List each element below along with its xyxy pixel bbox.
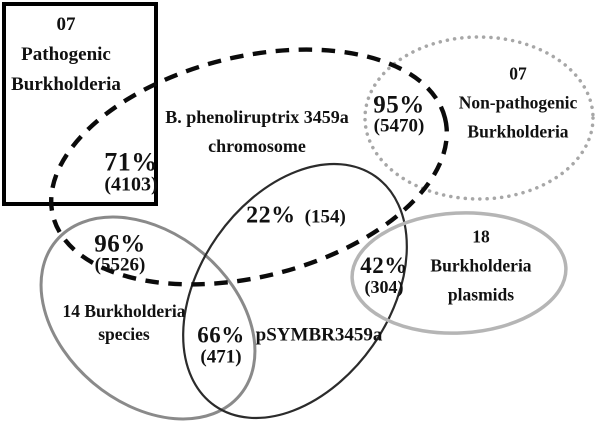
nonpathogenic-label: 07 Non-pathogenic Burkholderia xyxy=(459,60,578,147)
plasmids-name-line1: Burkholderia xyxy=(430,255,532,276)
species-name-line2: species xyxy=(98,324,150,344)
overlap-plasmids-psym-count: (304) xyxy=(364,277,404,297)
chromosome-name-line2: chromosome xyxy=(208,136,306,156)
chromosome-ellipse-outline xyxy=(49,47,449,287)
plasmids-ellipse-outline xyxy=(350,211,568,335)
pathogenic-count: 07 xyxy=(56,14,76,35)
species-ellipse-outline xyxy=(39,215,257,421)
overlap-pathogenic-chromosome: 71% (4103) xyxy=(104,147,158,196)
species-name-line1: 14 Burkholderia xyxy=(62,301,186,321)
plasmids-name-line2: plasmids xyxy=(447,284,515,305)
nonpathogenic-name-line1: Non-pathogenic xyxy=(458,92,578,113)
overlap-nonpathogenic-chromosome: 95% (5470) xyxy=(373,91,425,137)
psym-label: pSYMBR3459a xyxy=(256,325,383,348)
pathogenic-name-line1: Pathogenic xyxy=(21,44,111,65)
overlap-species-psym-percent: 66% xyxy=(197,322,245,348)
overlap-psym-chromosome-count: (154) xyxy=(304,206,346,228)
nonpathogenic-count: 07 xyxy=(509,63,527,84)
species-label: 14 Burkholderia species xyxy=(62,300,185,346)
overlap-plasmids-psym: 42% (304) xyxy=(360,253,408,297)
nonpathogenic-name-line2: Burkholderia xyxy=(467,121,569,142)
overlap-nonpathogenic-chromosome-percent: 95% xyxy=(373,91,425,119)
plasmids-count: 18 xyxy=(472,226,490,247)
plasmids-label: 18 Burkholderia plasmids xyxy=(430,223,531,310)
overlap-plasmids-psym-percent: 42% xyxy=(360,253,408,278)
overlap-psym-chromosome: 22% (154) xyxy=(246,202,346,231)
psym-name: pSYMBR3459a xyxy=(255,324,383,346)
overlap-species-chromosome: 96% (5526) xyxy=(94,230,146,276)
pathogenic-name-line2: Burkholderia xyxy=(11,74,121,95)
chromosome-label: B. phenoliruptrix 3459a chromosome xyxy=(165,103,349,161)
overlap-psym-chromosome-percent: 22% xyxy=(246,202,296,229)
nonpathogenic-ellipse-outline xyxy=(363,35,595,201)
psym-ellipse-outline xyxy=(182,162,408,420)
pathogenic-label: 07 Pathogenic Burkholderia xyxy=(11,10,121,100)
overlap-pathogenic-chromosome-percent: 71% xyxy=(104,147,158,177)
overlap-species-psym-count: (471) xyxy=(200,346,242,368)
overlap-pathogenic-chromosome-count: (4103) xyxy=(104,173,158,196)
overlap-species-chromosome-count: (5526) xyxy=(94,254,146,276)
overlap-species-psym: 66% (471) xyxy=(197,322,245,368)
overlap-nonpathogenic-chromosome-count: (5470) xyxy=(373,115,425,137)
pathogenic-box-outline xyxy=(2,2,158,206)
chromosome-name-line1: B. phenoliruptrix 3459a xyxy=(165,107,349,127)
overlap-species-chromosome-percent: 96% xyxy=(94,230,146,258)
